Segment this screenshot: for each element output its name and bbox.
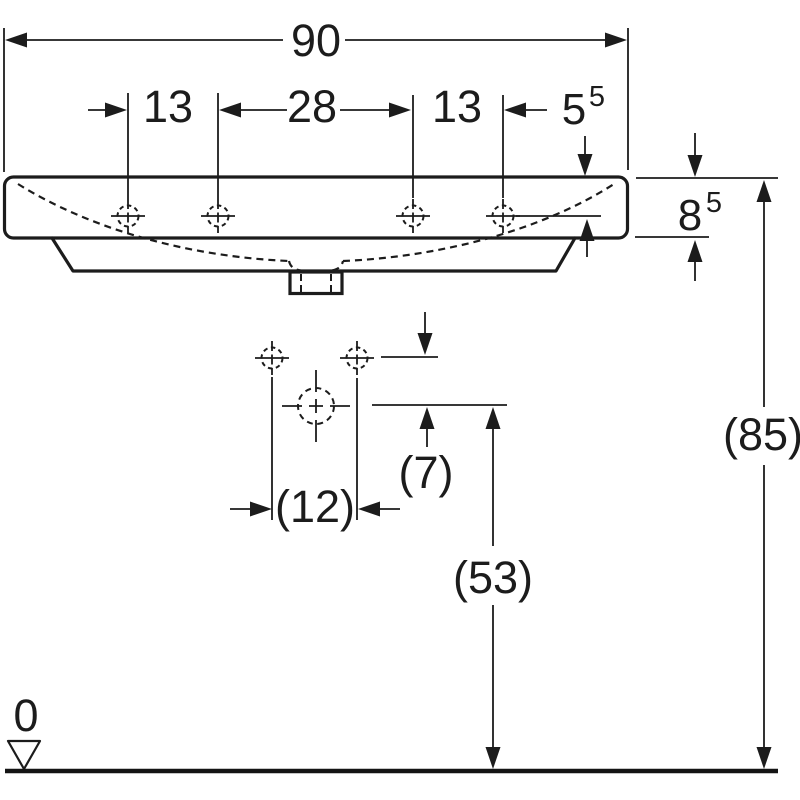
dimension-label-overall-width: 90 xyxy=(291,15,341,66)
arrowhead-right-icon xyxy=(105,102,127,118)
dimension-overall-width: 90 xyxy=(3,15,629,172)
basin-apron-profile xyxy=(50,236,577,273)
dimension-rim-height: (85) xyxy=(723,180,800,769)
detail-hole-marker-left xyxy=(255,341,289,375)
arrowhead-up-icon xyxy=(485,407,501,429)
dimension-label-drain-height: (53) xyxy=(453,552,533,603)
dimension-label-rim-thickness: 8 xyxy=(678,191,702,240)
arrowhead-down-icon xyxy=(756,747,772,769)
arrowhead-down-icon xyxy=(687,155,703,177)
dimension-label-detail-spacing: (12) xyxy=(275,481,355,532)
dimension-label-edge-to-hole: 5 xyxy=(562,85,586,134)
arrowhead-up-icon xyxy=(687,240,703,262)
dimension-detail-vertical-offset: (7) xyxy=(372,312,507,498)
arrowhead-left-icon xyxy=(358,501,380,517)
tap-hole-marker-1 xyxy=(111,199,145,233)
mounting-hole-detail: (7) (12) xyxy=(230,312,507,532)
arrowhead-right-icon xyxy=(389,102,411,118)
arrowhead-up-icon xyxy=(419,407,435,429)
datum-zero-label: 0 xyxy=(13,690,38,741)
arrowhead-down-icon xyxy=(577,154,593,176)
dimension-label-edge-to-hole-superscript: 5 xyxy=(589,81,605,113)
arrowhead-down-icon xyxy=(417,333,433,355)
tap-hole-marker-3 xyxy=(396,199,430,233)
basin-rim-profile xyxy=(2,175,630,240)
washbasin-outline xyxy=(2,175,630,296)
arrowhead-left-icon xyxy=(504,102,526,118)
dimension-label-right-offset: 13 xyxy=(432,81,482,132)
dimension-tap-hole-row: 13 28 13 5 5 xyxy=(88,81,605,199)
arrowhead-left-icon xyxy=(219,102,241,118)
arrowhead-up-icon xyxy=(579,219,595,241)
dimension-edge-to-hole-axis xyxy=(516,136,601,257)
arrowhead-up-icon xyxy=(756,180,772,202)
bowl-hidden-contour-right xyxy=(342,183,615,263)
tap-hole-marker-2 xyxy=(201,199,235,233)
arrowhead-right-icon xyxy=(250,501,272,517)
dimension-drain-height: (53) xyxy=(453,407,533,769)
dimension-label-detail-vertical: (7) xyxy=(399,447,454,498)
drain-outlet-box xyxy=(288,270,344,296)
datum-triangle-icon xyxy=(6,739,42,771)
detail-large-hole-marker xyxy=(282,370,350,442)
arrowhead-right-icon xyxy=(605,32,627,48)
arrowhead-down-icon xyxy=(485,747,501,769)
dimension-label-rim-thickness-superscript: 5 xyxy=(706,187,722,219)
floor-datum: 0 xyxy=(5,690,778,774)
dimension-label-left-offset: 13 xyxy=(143,81,193,132)
arrowhead-left-icon xyxy=(5,32,27,48)
dimension-label-center-spacing: 28 xyxy=(287,81,337,132)
tap-hole-markers xyxy=(111,199,520,233)
dimension-label-rim-height: (85) xyxy=(723,409,800,460)
dimension-rim-thickness: 8 5 xyxy=(635,133,778,281)
dimension-detail-spacing: (12) xyxy=(230,481,400,532)
detail-hole-marker-right xyxy=(340,341,374,375)
tap-hole-marker-4 xyxy=(486,199,520,233)
